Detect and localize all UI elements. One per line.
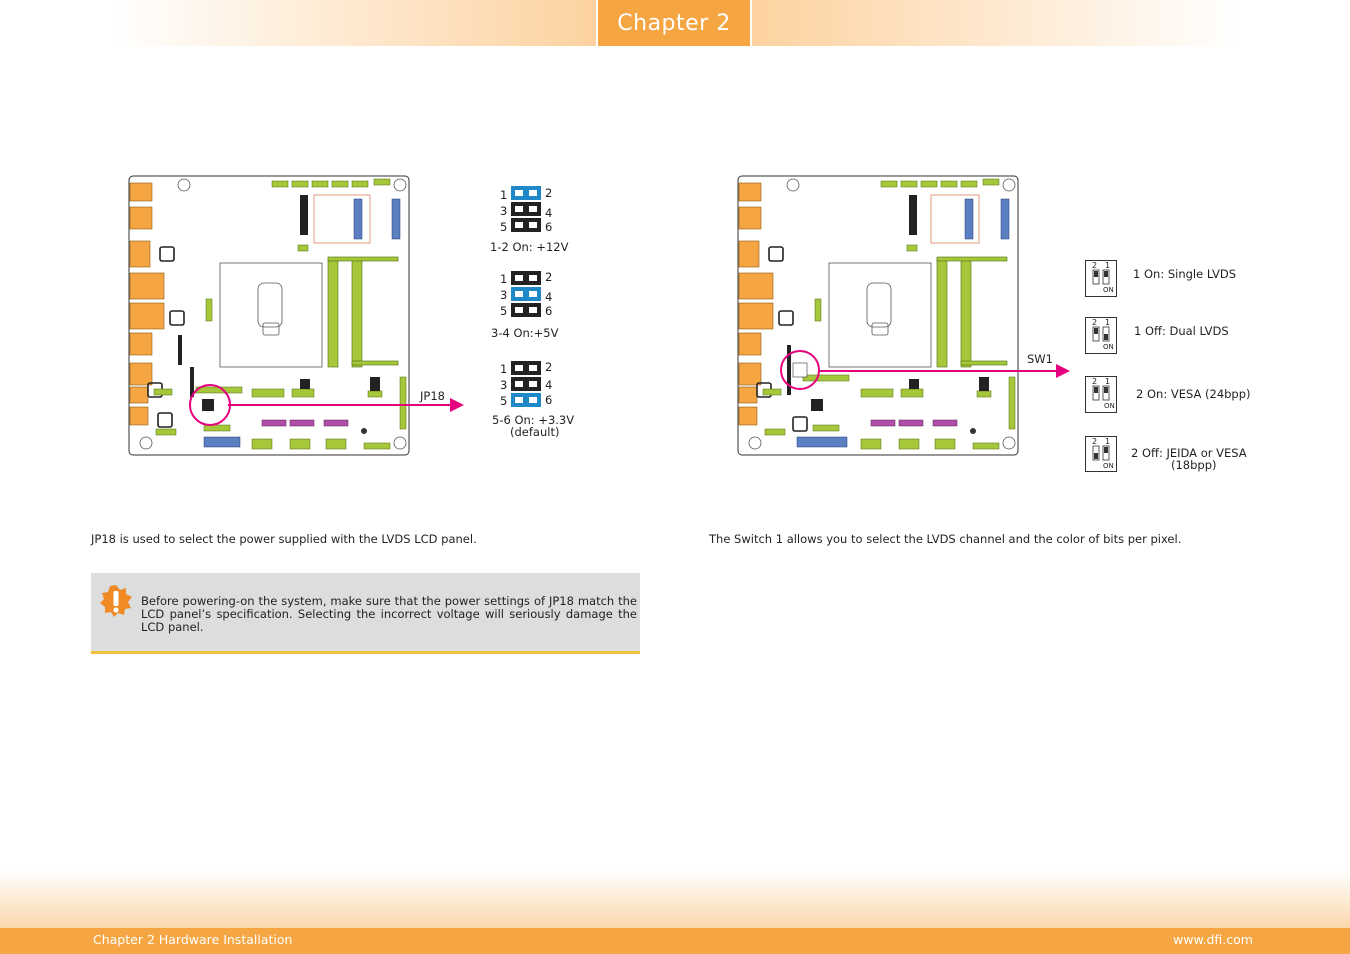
chapter-tab: Chapter 2 [598,0,750,46]
pin-number: 3 [500,204,508,218]
pin-number: 2 [545,186,553,200]
footer-bar [0,928,1350,954]
pin-number: 3 [500,378,508,392]
pin-number: 4 [545,206,553,220]
jumper-caption-default: (default) [510,425,560,439]
jumper-caption: 1-2 On: +12V [490,240,569,254]
switch-caption-2: (18bpp) [1171,458,1217,472]
jumper-block-1 [511,186,541,232]
footer-website: www.dfi.com [1173,932,1253,947]
pin-number: 4 [545,290,553,304]
pin-number: 1 [500,188,508,202]
switch-num-right: 1 [1105,318,1111,327]
pin-number: 6 [545,393,553,407]
caution-text: Before powering-on the system, make sure… [141,594,637,634]
caution-note: Before powering-on the system, make sure… [91,573,640,654]
pin-number: 6 [545,304,553,318]
jumper-caption: 3-4 On:+5V [491,326,559,340]
dip-switch-icon [1085,260,1117,297]
jp18-callout [189,384,464,426]
jumper-caption: 5-6 On: +3.3V [492,413,575,427]
pin-number: 2 [545,360,553,374]
switch-on-label: ON [1103,343,1114,351]
jp18-label: JP18 [420,389,445,403]
footer-band [0,870,1350,928]
jp18-description: JP18 is used to select the power supplie… [91,532,477,546]
pin-number: 2 [545,270,553,284]
switch-caption: 1 Off: Dual LVDS [1134,324,1229,338]
pin-number: 6 [545,220,553,234]
pin-number: 1 [500,362,508,376]
header-band-left [110,0,596,46]
switch-num-left: 2 [1092,377,1098,386]
pin-number: 4 [545,378,553,392]
switch-on-label: ON [1103,286,1114,294]
switch-caption: 1 On: Single LVDS [1133,267,1237,281]
switch-num-right: 1 [1105,437,1111,446]
switch-on-label: ON [1103,462,1114,470]
switch-num-left: 2 [1092,437,1098,446]
pin-number: 5 [500,394,508,408]
pin-number: 1 [500,272,508,286]
switch-num-left: 2 [1092,318,1098,327]
header-band-right [752,0,1242,46]
switch-caption: 2 On: VESA (24bpp) [1136,387,1251,401]
sw1-description: The Switch 1 allows you to select the LV… [709,532,1182,546]
warning-icon [100,585,132,617]
footer-chapter-title: Chapter 2 Hardware Installation [93,932,293,947]
pin-number: 5 [500,220,508,234]
switch-on-label: ON [1104,402,1115,410]
sw1-callout [780,350,1070,390]
switch-caption: 2 Off: JEIDA or VESA [1131,446,1247,460]
sw1-label: SW1 [1027,352,1053,366]
switch-num-left: 2 [1092,261,1098,270]
switch-num-right: 1 [1105,261,1111,270]
motherboard-diagram-right [737,175,1019,456]
jumper-block-3 [511,361,541,407]
dip-switch-icon [1085,436,1117,472]
dip-switch-icon [1085,317,1117,354]
switch-num-right: 1 [1105,377,1111,386]
dip-switch-icon [1085,376,1117,413]
pin-number: 5 [500,304,508,318]
motherboard-diagram-left [128,175,410,456]
pin-number: 3 [500,288,508,302]
jumper-block-2 [511,271,541,317]
